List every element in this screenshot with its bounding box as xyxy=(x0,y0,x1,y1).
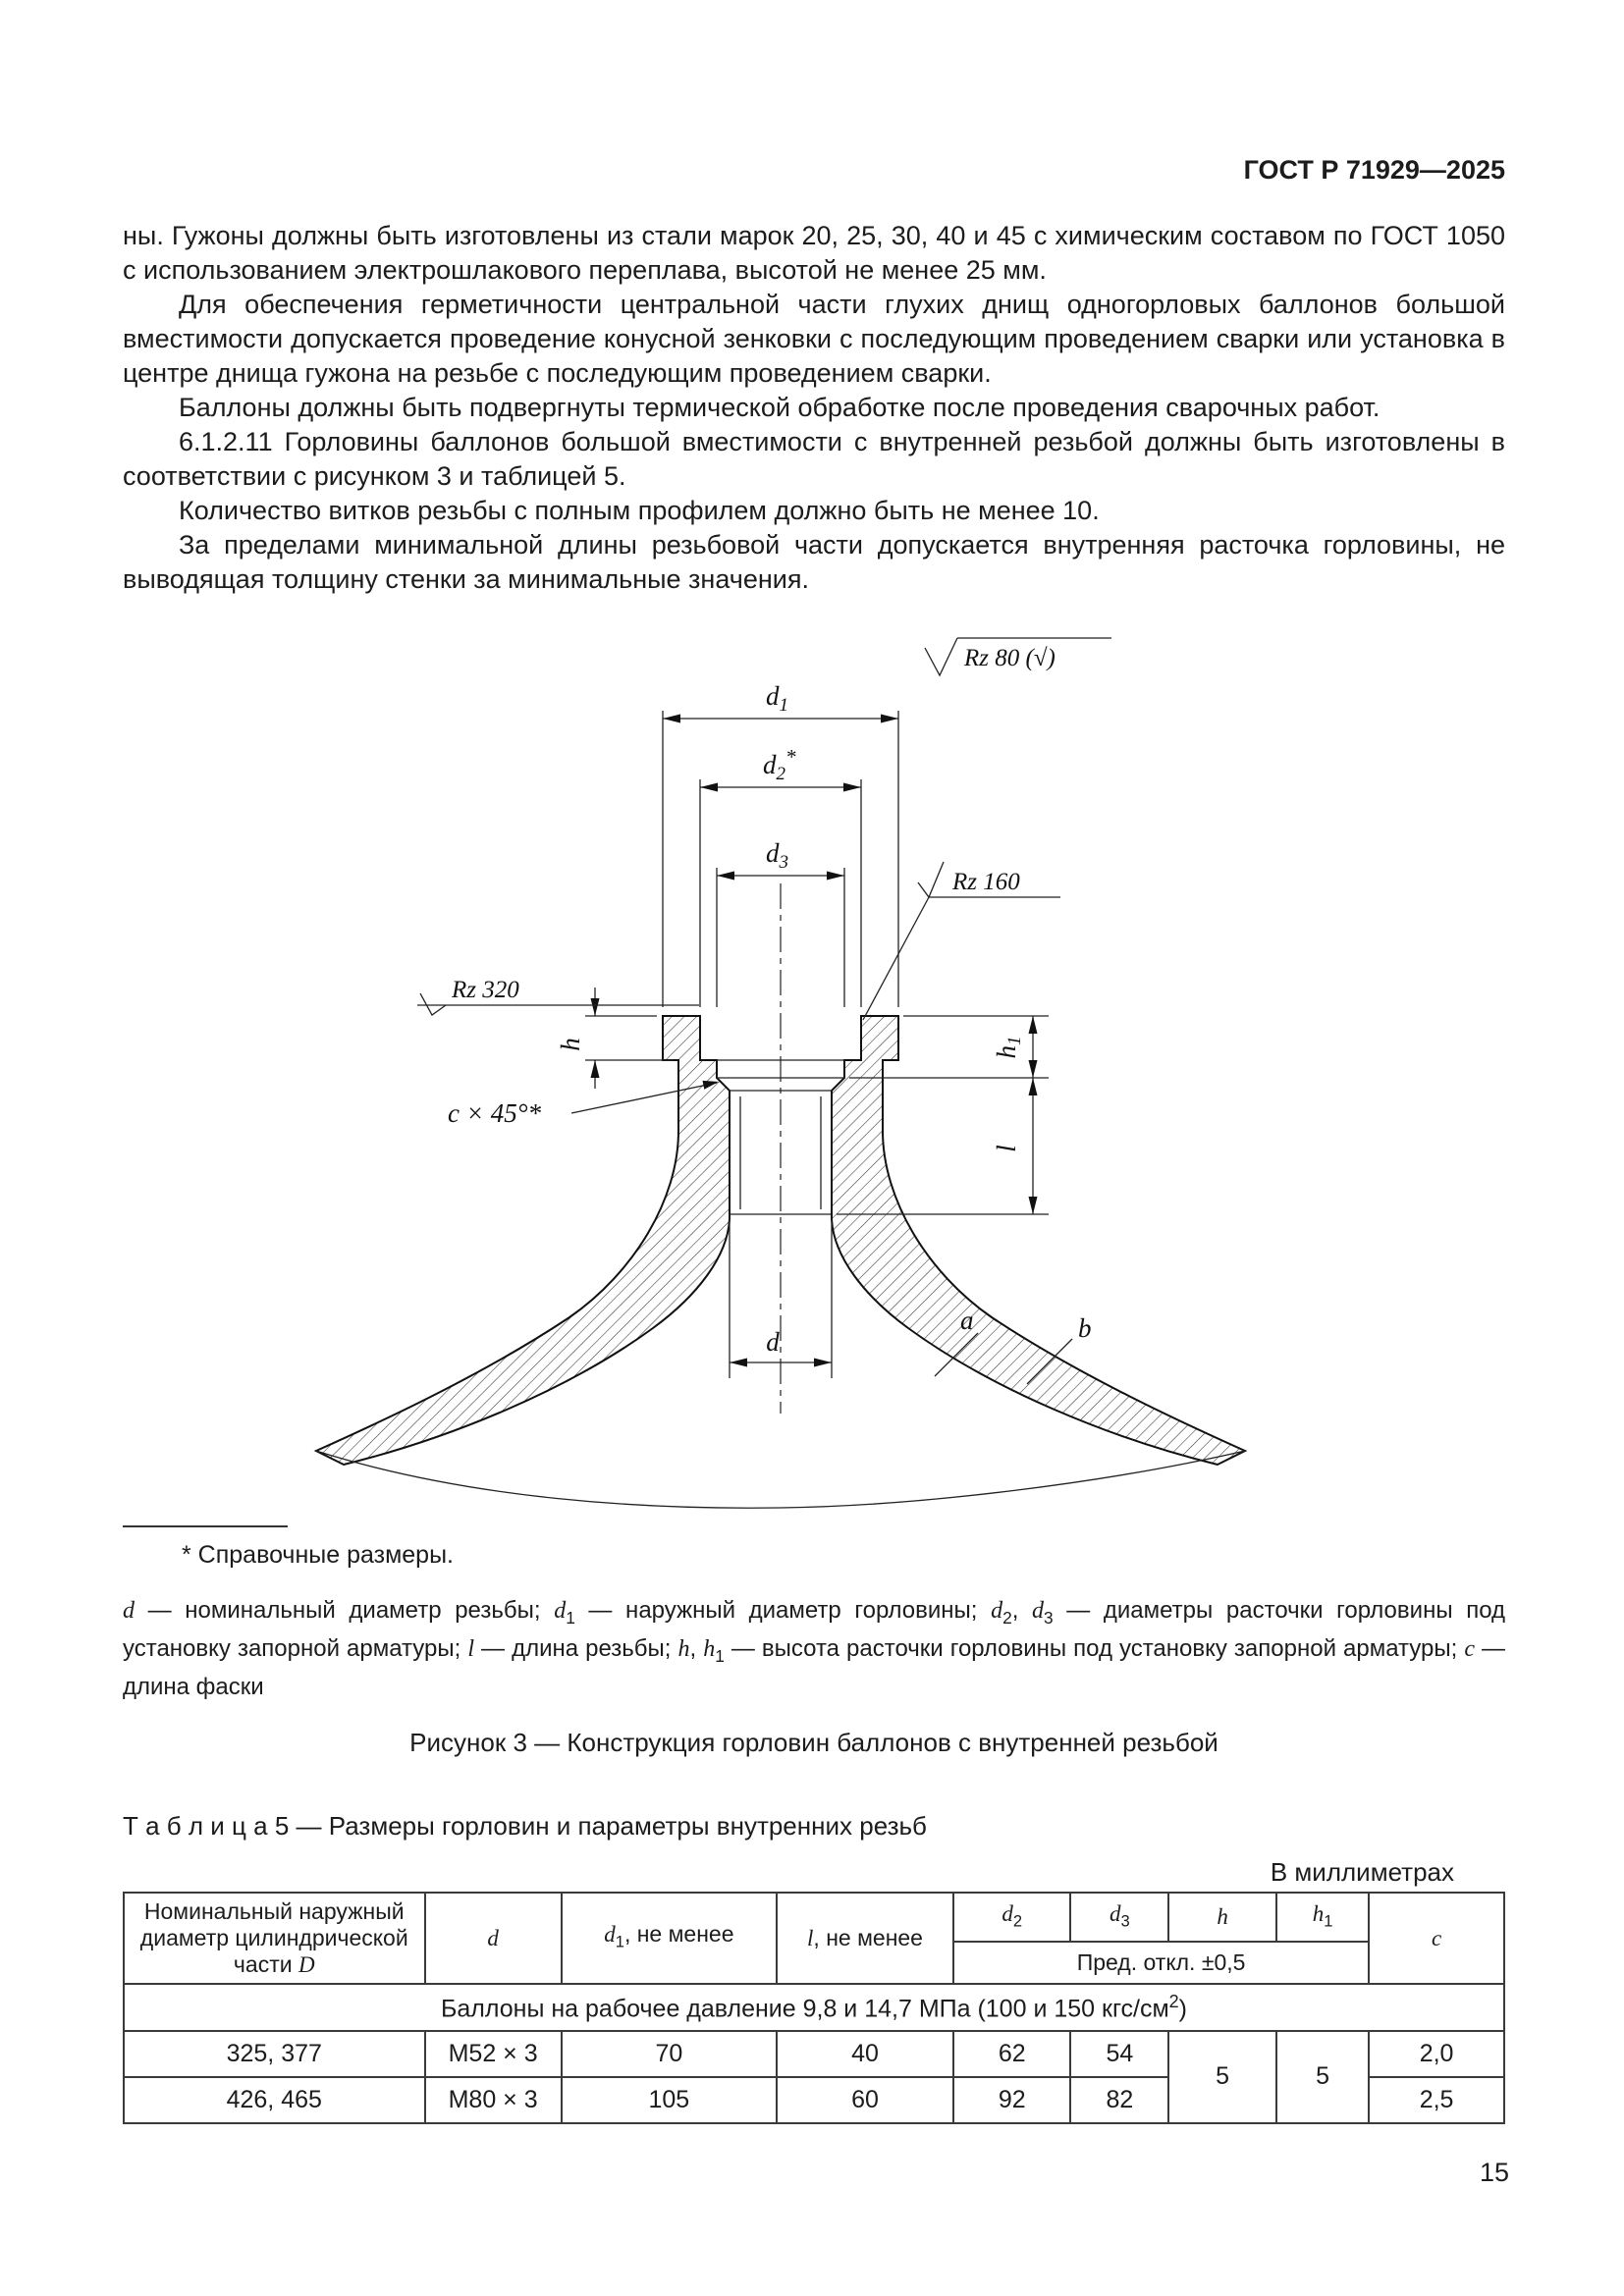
chamfer-callout: c × 45°* xyxy=(448,1080,719,1128)
right-wall-section xyxy=(831,1015,1248,1467)
svg-text:d2*: d2* xyxy=(763,745,796,784)
footnote-rule xyxy=(123,1525,288,1527)
svg-text:h: h xyxy=(556,1038,585,1051)
dim-h: h xyxy=(556,988,673,1089)
header-cell-h1: h1 xyxy=(1274,1891,1371,1944)
dim-l: l xyxy=(837,1078,1049,1215)
header-cell-l: l, не менее xyxy=(776,1891,954,1985)
cell-d1: 105 xyxy=(560,2075,779,2124)
dim-d1: d1 xyxy=(662,681,899,1007)
paragraph: Количество витков резьбы с полным профил… xyxy=(179,496,1100,525)
svg-text:d1: d1 xyxy=(766,681,788,716)
header-cell-tolerance: Пред. откл. ±0,5 xyxy=(951,1941,1371,1985)
cell-D: 426, 465 xyxy=(123,2075,426,2124)
table-header-row-1: Номинальный наружный диаметр цилиндричес… xyxy=(123,1891,1505,1985)
header-cell-d1: d1, не менее xyxy=(560,1891,779,1985)
cell-l: 40 xyxy=(776,2029,954,2078)
header-cell-d2: d2 xyxy=(951,1891,1072,1944)
dim-h1: h1 xyxy=(849,1015,1049,1079)
figure-footnote: * Справочные размеры. xyxy=(182,1541,454,1569)
paragraph: 6.1.2.11 Горловины баллонов большой вмес… xyxy=(123,427,1505,491)
roughness-rz160: Rz 160 xyxy=(862,861,1060,1021)
page-content: ГОСТ Р 71929—2025 ны. Гужоны должны быть… xyxy=(123,0,1505,2124)
header-cell-d: d xyxy=(423,1891,563,1985)
figure-caption: Рисунок 3 — Конструкция горловин баллоно… xyxy=(409,1727,1218,1757)
cell-D: 325, 377 xyxy=(123,2029,426,2078)
cell-c: 2,5 xyxy=(1368,2075,1505,2124)
cell-d: М52 × 3 xyxy=(423,2029,563,2078)
cell-l: 60 xyxy=(776,2075,954,2124)
svg-text:d: d xyxy=(766,1327,780,1357)
dim-d: d xyxy=(729,1221,833,1378)
header-cell-D: Номинальный наружный диаметр цилиндричес… xyxy=(123,1891,426,1985)
svg-text:c × 45°*: c × 45°* xyxy=(448,1098,542,1128)
dim-d3: d3 xyxy=(716,838,845,1007)
svg-text:d3: d3 xyxy=(766,838,788,873)
cell-d1: 70 xyxy=(560,2029,779,2078)
table-title: Т а б л и ц а 5 — Размеры горловин и пар… xyxy=(123,1810,927,1841)
break-line xyxy=(315,1450,1246,1509)
svg-text:h1: h1 xyxy=(992,1037,1025,1059)
left-wall-section xyxy=(313,1015,731,1467)
section-cell: Баллоны на рабочее давление 9,8 и 14,7 М… xyxy=(123,1982,1505,2032)
svg-text:Rz 80 (√): Rz 80 (√) xyxy=(963,645,1056,671)
svg-text:Rz 160: Rz 160 xyxy=(951,869,1020,895)
svg-text:b: b xyxy=(1078,1313,1092,1343)
svg-text:l: l xyxy=(992,1145,1021,1152)
shoulder-markers: b a xyxy=(934,1306,1092,1385)
table-units-note: В миллиметрах xyxy=(1270,1856,1454,1887)
svg-text:Rz 320: Rz 320 xyxy=(451,977,519,1003)
neck-section-drawing: d1 d2* d3 xyxy=(313,637,1248,1509)
paragraph: Баллоны должны быть подвергнуты термичес… xyxy=(179,393,1380,422)
figure-legend: d — номинальный диаметр резьбы; d1 — нар… xyxy=(123,1597,1506,1700)
roughness-rz320: Rz 320 xyxy=(417,977,699,1016)
cell-d3: 82 xyxy=(1069,2075,1170,2124)
table-section-row: Баллоны на рабочее давление 9,8 и 14,7 М… xyxy=(123,1982,1505,2032)
figure-3: d1 d2* d3 xyxy=(123,601,1505,1523)
header-cell-d3: d3 xyxy=(1069,1891,1170,1944)
cell-c: 2,0 xyxy=(1368,2029,1505,2078)
table-5: Номинальный наружный диаметр цилиндричес… xyxy=(123,1891,1505,2124)
doc-code: ГОСТ Р 71929—2025 xyxy=(1243,155,1505,185)
cell-d2: 62 xyxy=(951,2029,1072,2078)
paragraph: Для обеспечения герметичности центрально… xyxy=(123,290,1505,388)
header-cell-c: c xyxy=(1368,1891,1505,1985)
table-row: 325, 377 М52 × 3 70 40 62 54 5 5 2,0 xyxy=(123,2029,1505,2124)
body-text: ны. Гужоны должны быть изготовлены из ст… xyxy=(123,219,1505,597)
cell-h1: 5 xyxy=(1274,2029,1371,2124)
cell-d: М80 × 3 xyxy=(423,2075,563,2124)
roughness-rz80: Rz 80 (√) xyxy=(924,637,1111,677)
cylinder-neck-section xyxy=(313,883,1248,1509)
header-cell-h: h xyxy=(1167,1891,1277,1944)
paragraph: ны. Гужоны должны быть изготовлены из ст… xyxy=(123,221,1505,285)
cell-d2: 92 xyxy=(951,2075,1072,2124)
page-number: 15 xyxy=(1479,2158,1509,2187)
table-header-row-2: Пред. откл. ±0,5 xyxy=(124,1941,1504,1985)
dim-d2: d2* xyxy=(699,745,862,1007)
paragraph: За пределами минимальной длины резьбовой… xyxy=(123,530,1505,594)
cell-h: 5 xyxy=(1167,2029,1277,2124)
cell-d3: 54 xyxy=(1069,2029,1170,2078)
svg-text:a: a xyxy=(960,1306,974,1335)
table-row: 426, 465 М80 × 3 105 60 92 82 2,5 xyxy=(123,2075,1505,2124)
